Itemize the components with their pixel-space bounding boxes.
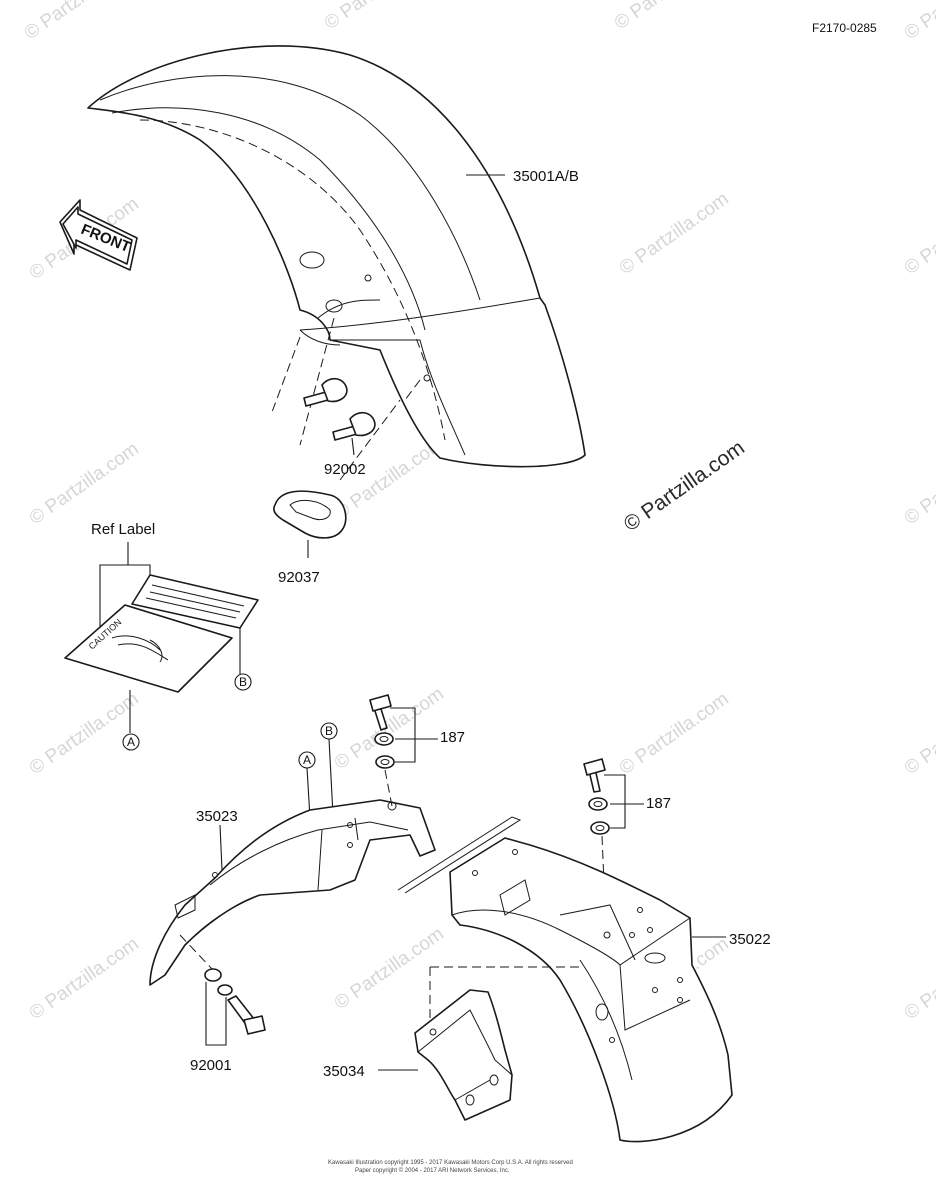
watermark: © Partzilla.com <box>26 933 143 1024</box>
label-rear-fender-front: 35023 <box>196 808 238 825</box>
label-rear-fender-rear: 35022 <box>729 931 771 948</box>
figure-code: F2170-0285 <box>812 21 877 35</box>
watermark: © Partzilla.com <box>616 688 733 779</box>
ref-label-heading: Ref Label <box>91 521 155 538</box>
label-bolt-washer-2: 187 <box>646 795 671 812</box>
callout-b: B <box>239 675 247 689</box>
callout-a: A <box>127 735 135 749</box>
watermark: © Partzilla.com <box>616 188 733 279</box>
label-bolt-washer-1: 187 <box>440 729 465 746</box>
front-fender <box>87 45 586 468</box>
watermark: © Partzilla.com <box>901 933 936 1024</box>
label-rear-bolt: 92001 <box>190 1057 232 1074</box>
label-fender-bolt: 92002 <box>324 461 366 478</box>
watermark: © Partzilla.com <box>901 0 936 44</box>
rear-fender-rear: 35022 <box>449 837 771 1143</box>
watermark: © Partzilla.com <box>901 188 936 279</box>
fender-bolts: 92002 <box>271 317 421 478</box>
watermark: © Partzilla.com <box>21 0 138 44</box>
label-front-fender: 35001A/B <box>513 168 579 185</box>
watermark: © Partzilla.com <box>611 0 728 34</box>
watermark: © Partzilla.com <box>26 688 143 779</box>
watermark-prominent: © Partzilla.com <box>620 436 749 536</box>
watermark: © Partzilla.com <box>26 438 143 529</box>
rear-fender-front: 35023 <box>149 799 436 986</box>
footer-line-2: Paper copyright © 2004 - 2017 ARI Networ… <box>355 1167 510 1174</box>
bracket: 35034 <box>323 966 580 1121</box>
callout-b-rear: B <box>325 724 333 738</box>
label-bracket: 35034 <box>323 1063 365 1080</box>
watermark: © Partzilla.com <box>321 0 438 34</box>
watermark: © Partzilla.com <box>901 438 936 529</box>
watermark: © Partzilla.com <box>901 688 936 779</box>
callout-a-rear: A <box>303 753 311 767</box>
label-cable-guide: 92037 <box>278 569 320 586</box>
ref-label-group: Ref Label CAUTION B A <box>64 521 259 751</box>
rear-bolt-set: 92001 <box>190 968 266 1074</box>
bolt-washer-set-1: 187 <box>369 694 465 769</box>
cable-guide: 92037 <box>273 399 401 586</box>
footer-line-1: Kawasaki Illustration copyright 1995 - 2… <box>328 1160 573 1166</box>
